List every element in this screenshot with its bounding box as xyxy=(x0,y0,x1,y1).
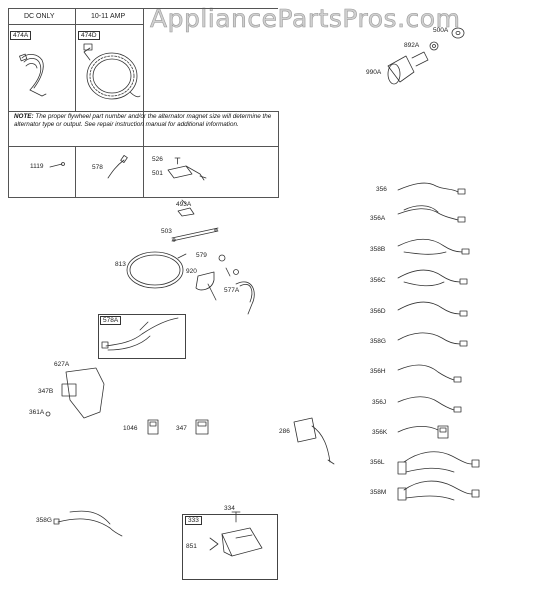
label-500A: 500A xyxy=(433,27,449,34)
label-harness-356J: 356J xyxy=(372,399,387,406)
label-harness-356A: 356A xyxy=(370,215,386,222)
label-503: 503 xyxy=(161,228,172,235)
stator-474D-drawing xyxy=(83,43,141,100)
knob-990A-drawing xyxy=(387,27,465,85)
frame-578A xyxy=(98,314,186,359)
label-358G-bottom: 358G xyxy=(36,517,52,524)
switch-333-drawing xyxy=(209,511,263,557)
harness-356H-drawing xyxy=(397,364,462,383)
label-920: 920 xyxy=(186,268,197,275)
label-harness-356C: 356C xyxy=(370,277,386,284)
label-1119: 1119 xyxy=(30,163,44,170)
label-474D: 474D xyxy=(78,31,100,40)
harness-356L-drawing xyxy=(397,451,480,475)
label-577A: 577A xyxy=(224,287,240,294)
harness-578A-drawing xyxy=(101,317,179,351)
harness-358G-bottom-drawing xyxy=(53,510,123,537)
stator-474A-drawing xyxy=(19,53,47,97)
cover-627A-drawing xyxy=(45,367,105,419)
label-harness-356D: 356D xyxy=(370,308,386,315)
label-286: 286 xyxy=(279,428,290,435)
label-851: 851 xyxy=(186,543,197,550)
label-harness-358M: 358M xyxy=(370,489,387,496)
band-813-drawing xyxy=(126,251,187,289)
label-361A: 361A xyxy=(29,409,45,416)
label-harness-358B: 358B xyxy=(370,246,386,253)
harness-358M-drawing xyxy=(397,480,480,501)
label-harness-356K: 356K xyxy=(372,429,388,436)
label-990A: 990A xyxy=(366,69,382,76)
label-579: 579 xyxy=(196,252,207,259)
label-474A: 474A xyxy=(10,31,32,40)
harness-356K-drawing xyxy=(397,425,449,439)
label-1046: 1046 xyxy=(123,425,138,432)
module-286-drawing xyxy=(293,417,335,465)
harness-358G-drawing xyxy=(397,332,468,347)
label-501: 501 xyxy=(152,170,163,177)
relay-1046-drawing xyxy=(147,419,209,435)
wire-578-drawing xyxy=(107,154,128,179)
label-578A: 578A xyxy=(100,316,122,325)
label-493A: 493A xyxy=(176,201,192,208)
label-347: 347 xyxy=(176,425,187,432)
harness-358B-drawing xyxy=(397,238,470,255)
label-333: 333 xyxy=(185,516,202,525)
strap-503-drawing xyxy=(171,227,219,242)
header-amp: 10-11 AMP xyxy=(91,13,126,20)
label-harness-356L: 356L xyxy=(370,459,385,466)
label-harness-356H: 356H xyxy=(370,368,386,375)
header-dc-only: DC ONLY xyxy=(24,13,55,20)
rectifier-501-drawing xyxy=(167,157,207,181)
harness-356D-drawing xyxy=(397,301,468,317)
harness-356C-drawing xyxy=(397,269,468,287)
harness-356J-drawing xyxy=(397,396,462,413)
label-harness-356: 356 xyxy=(376,186,387,193)
clip-1119-drawing xyxy=(49,162,65,168)
note-text: NOTE: The proper flywheel part number an… xyxy=(14,113,272,128)
harness-356-drawing xyxy=(397,182,466,195)
harness-356A-drawing xyxy=(397,205,466,223)
label-627A: 627A xyxy=(54,361,70,368)
label-harness-358G: 358G xyxy=(370,338,386,345)
bracket-920-drawing xyxy=(195,254,255,315)
label-334: 334 xyxy=(224,505,235,512)
label-892A: 892A xyxy=(404,42,420,49)
label-578: 578 xyxy=(92,164,103,171)
label-813: 813 xyxy=(115,261,126,268)
label-526: 526 xyxy=(152,156,163,163)
frame-333 xyxy=(182,514,278,580)
clip-493A-drawing xyxy=(177,199,195,217)
label-347B: 347B xyxy=(38,388,54,395)
